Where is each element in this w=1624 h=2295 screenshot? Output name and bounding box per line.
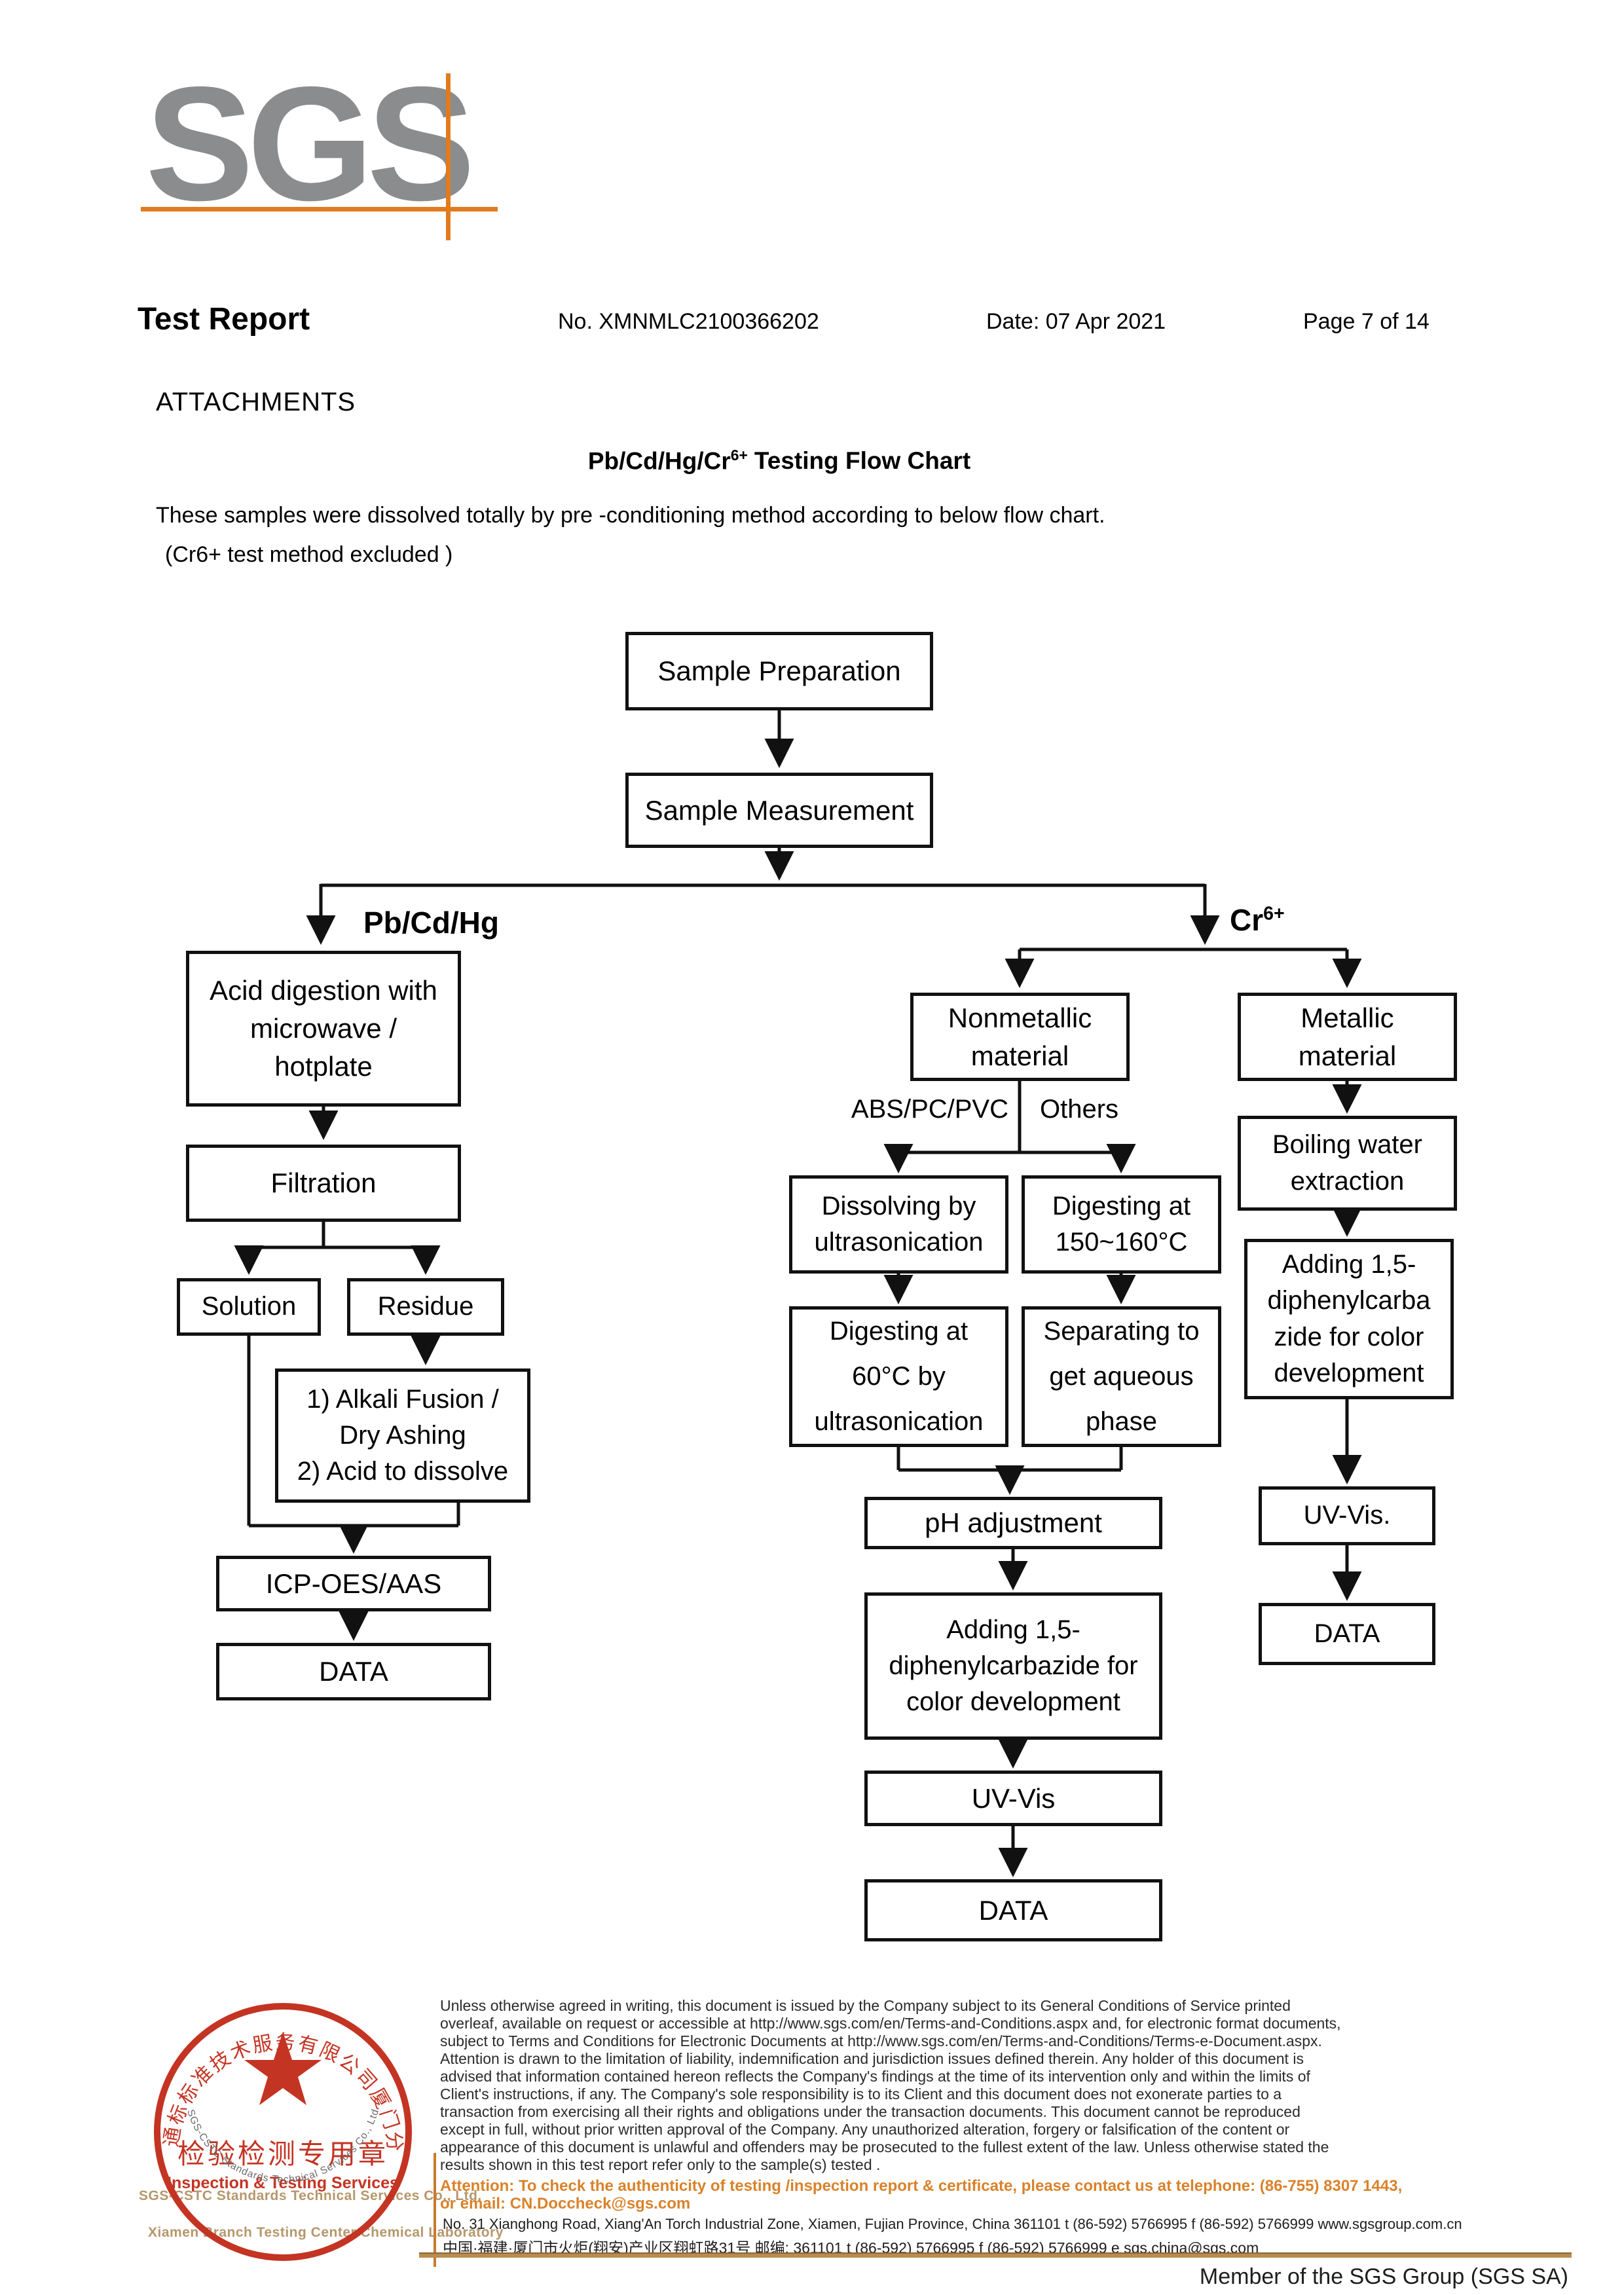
edge-label-cr-base: Cr: [1230, 903, 1264, 937]
attention-line-2: or email: CN.Doccheck@sgs.com: [440, 2195, 691, 2212]
node-nonmetallic-material: Nonmetallic material: [910, 993, 1130, 1081]
legal-line: except in full, without prior written ap…: [440, 2121, 1290, 2138]
legal-line: results shown in this test report refer …: [440, 2156, 881, 2173]
node-uv-vis-right: UV-Vis.: [1259, 1486, 1435, 1545]
node-digesting-60: Digesting at 60°C by ultrasonication: [789, 1306, 1008, 1447]
node-uv-vis-center: UV-Vis: [864, 1771, 1162, 1826]
node-alkali-fusion: 1) Alkali Fusion / Dry Ashing 2) Acid to…: [275, 1368, 530, 1503]
node-adding-diphenylcarbazide-center: Adding 1,5- diphenylcarbazide for color …: [864, 1592, 1162, 1740]
page-title: Test Report: [138, 302, 310, 337]
node-separating-aqueous: Separating to get aqueous phase: [1022, 1306, 1221, 1447]
flow-chart-title-sup: 6+: [730, 447, 748, 464]
node-acid-digestion: Acid digestion with microwave / hotplate: [186, 951, 461, 1107]
legal-line: advised that information contained hereo…: [440, 2068, 1310, 2085]
node-sample-preparation: Sample Preparation: [625, 632, 933, 710]
node-residue: Residue: [347, 1278, 504, 1336]
edge-label-others: Others: [1040, 1095, 1119, 1124]
node-digesting-150-160: Digesting at 150~160°C: [1022, 1175, 1221, 1274]
logo-horizontal-line: [141, 207, 498, 211]
attention-line-1: Attention: To check the authenticity of …: [440, 2177, 1403, 2195]
address-en: No. 31 Xianghong Road, Xiang'An Torch In…: [443, 2216, 1462, 2232]
stamp-star-icon: [244, 2032, 322, 2105]
report-date: Date: 07 Apr 2021: [986, 309, 1166, 334]
member-note: Member of the SGS Group (SGS SA): [1199, 2264, 1568, 2289]
legal-line: transaction from exercising all their ri…: [440, 2103, 1301, 2120]
footer-brown-rule: [419, 2252, 1572, 2258]
stamp-circle: [154, 2003, 412, 2261]
node-filtration: Filtration: [186, 1145, 461, 1222]
report-number: No. XMNMLC2100366202: [558, 309, 819, 334]
legal-line: Unless otherwise agreed in writing, this…: [440, 1997, 1291, 2014]
legal-text: Unless otherwise agreed in writing, this…: [440, 1997, 1462, 2174]
sgs-logo: SGS: [145, 52, 475, 234]
node-data-center: DATA: [864, 1879, 1162, 1941]
stamp-center-en: Inspection & Testing Services: [167, 2174, 399, 2192]
connector-lines: [234, 710, 1362, 1877]
node-sample-measurement: Sample Measurement: [625, 773, 933, 848]
node-data-right: DATA: [1259, 1603, 1435, 1665]
legal-line: Client's instructions, if any. The Compa…: [440, 2085, 1282, 2102]
edge-label-cr-sup: 6+: [1263, 903, 1285, 925]
flow-chart-title: Pb/Cd/Hg/Cr6+ Testing Flow Chart: [0, 447, 1559, 475]
intro-line-1: These samples were dissolved totally by …: [156, 503, 1105, 528]
node-metallic-material: Metallic material: [1238, 993, 1457, 1081]
node-boiling-water-extraction: Boiling water extraction: [1238, 1116, 1457, 1211]
node-ph-adjustment: pH adjustment: [864, 1497, 1162, 1549]
logo-vertical-line: [446, 73, 451, 240]
legal-line: appearance of this document is unlawful …: [440, 2139, 1329, 2156]
edge-label-pb-cd-hg: Pb/Cd/Hg: [363, 906, 499, 940]
node-data-left: DATA: [216, 1643, 491, 1700]
footer-left-rule: [434, 2153, 436, 2267]
stamp-center-cn: 检验检测专用章: [177, 2139, 388, 2169]
node-dissolving-ultrasonication: Dissolving by ultrasonication: [789, 1175, 1008, 1274]
company-stamp: 通标标准技术服务有限公司厦门分公司 检验检测专用章 Inspection & T…: [134, 1984, 412, 2261]
legal-line: overleaf, available on request or access…: [440, 2015, 1341, 2032]
node-solution: Solution: [177, 1278, 321, 1336]
flow-chart-title-base: Pb/Cd/Hg/Cr: [587, 447, 731, 475]
intro-line-2: (Cr6+ test method excluded ): [165, 542, 453, 567]
edge-label-cr6: Cr6+: [1230, 902, 1285, 938]
stamp-company-line-2: Xiamen Branch Testing Center Chemical La…: [148, 2225, 504, 2240]
node-adding-diphenylcarbazide-right: Adding 1,5- diphenylcarba zide for color…: [1244, 1239, 1454, 1399]
legal-line: Attention is drawn to the limitation of …: [440, 2050, 1304, 2067]
edge-label-abs-pc-pvc: ABS/PC/PVC: [851, 1095, 1008, 1124]
attachments-heading: ATTACHMENTS: [156, 388, 356, 416]
page-number: Page 7 of 14: [1303, 309, 1430, 334]
flow-chart-title-rest: Testing Flow Chart: [754, 447, 971, 475]
node-icp-oes-aas: ICP-OES/AAS: [216, 1556, 491, 1611]
legal-line: subject to Terms and Conditions for Elec…: [440, 2032, 1322, 2049]
